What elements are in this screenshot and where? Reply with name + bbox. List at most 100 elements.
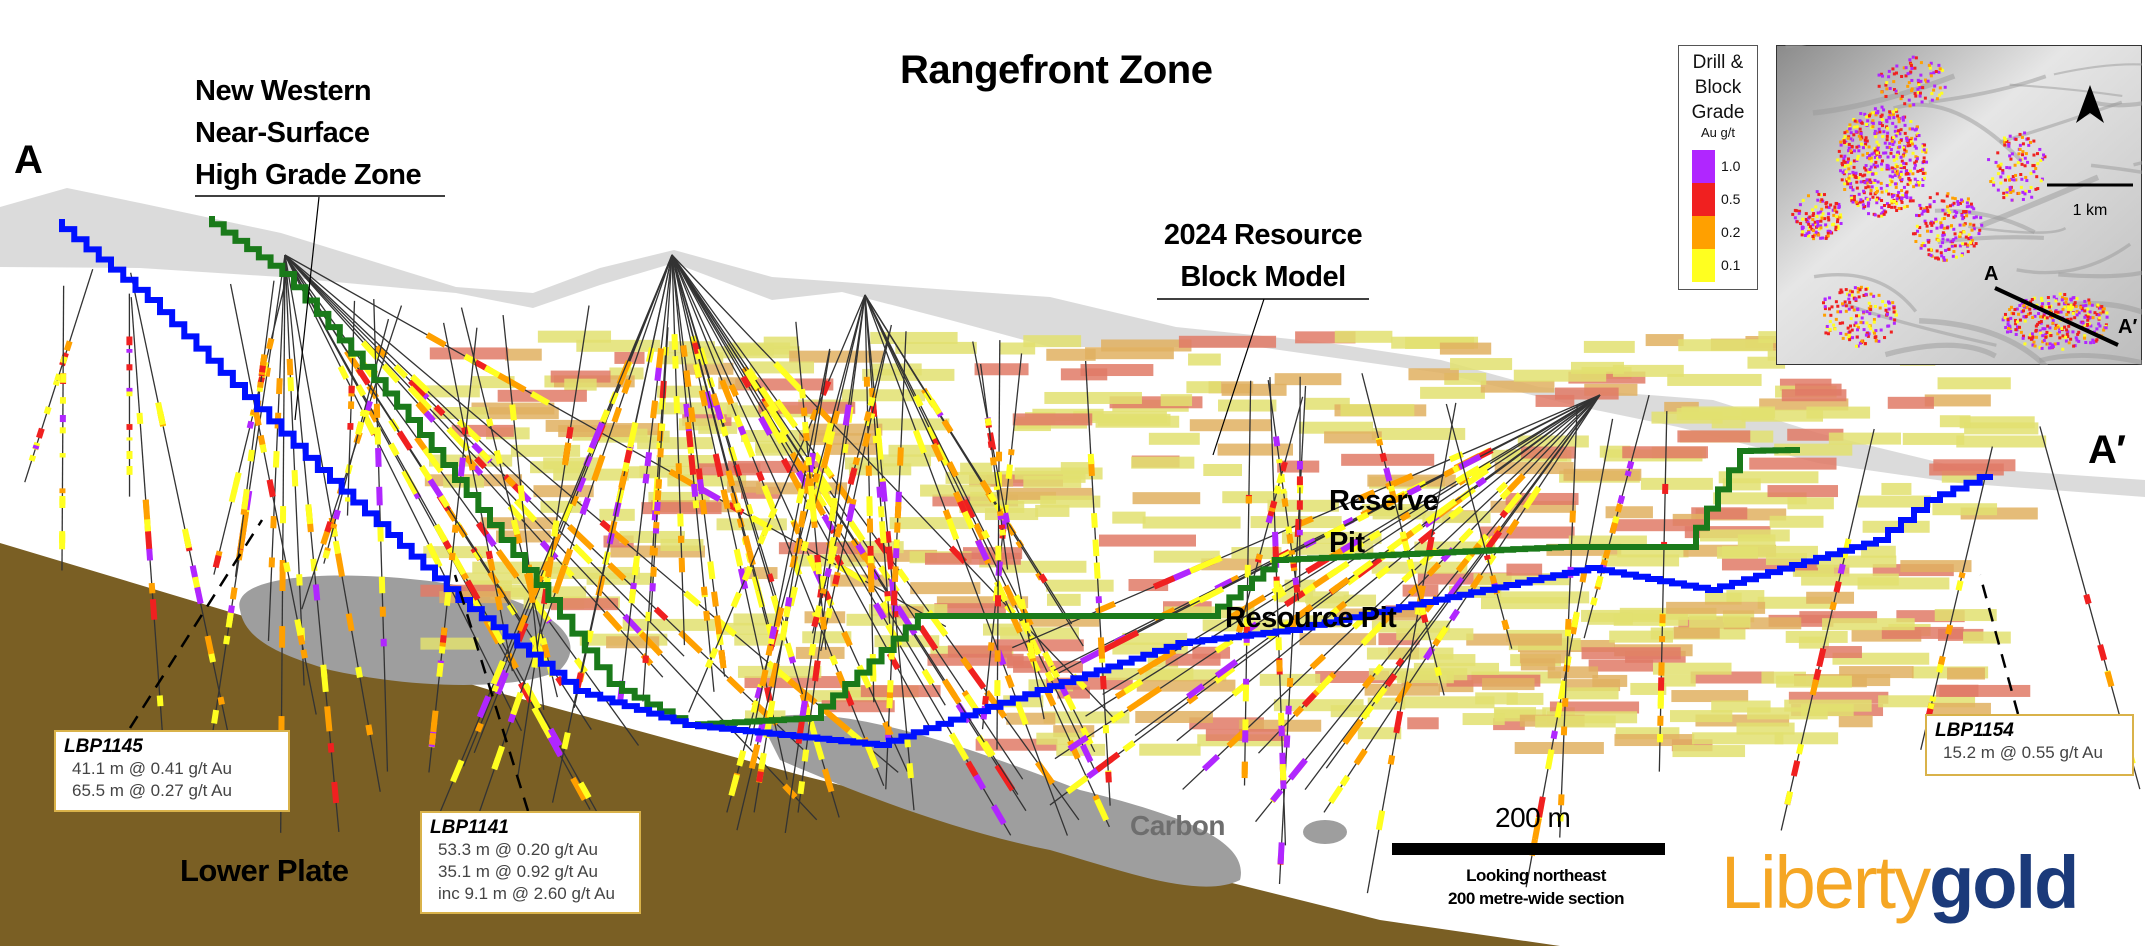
- grade-dot: [1867, 145, 1871, 149]
- assay-interval: [961, 498, 976, 519]
- grade-dot: [1908, 61, 1912, 65]
- assay-interval: [862, 432, 871, 448]
- drill-hole-trace: [671, 254, 775, 647]
- grade-dot: [1877, 73, 1881, 77]
- grade-dot: [2033, 344, 2037, 348]
- assay-interval: [928, 398, 943, 416]
- grade-dot: [2065, 332, 2069, 336]
- drill-hole-trace: [1323, 394, 1601, 813]
- assay-interval: [1014, 699, 1029, 726]
- grade-dot: [2050, 343, 2054, 347]
- grade-dot: [1884, 189, 1888, 193]
- assay-interval: [784, 642, 795, 658]
- assay-interval: [573, 657, 588, 674]
- grade-dot: [2002, 196, 2006, 200]
- assay-interval: [1955, 580, 1964, 592]
- grade-dot: [2058, 292, 2062, 296]
- drill-hole-trace: [1049, 394, 1601, 806]
- grade-dot: [2039, 331, 2043, 335]
- grade-dot: [1807, 231, 1811, 235]
- grade-dot: [1815, 215, 1819, 219]
- grade-dot: [1798, 209, 1802, 213]
- block-model-cell: [1704, 592, 1742, 605]
- grade-dot: [1932, 71, 1936, 75]
- assay-interval: [259, 443, 267, 453]
- grade-dot: [1872, 180, 1876, 184]
- assay-interval: [879, 481, 888, 502]
- grade-dot: [1941, 237, 1945, 241]
- assay-interval: [1292, 603, 1314, 622]
- grade-dot: [1824, 236, 1828, 240]
- assay-interval: [291, 469, 299, 487]
- assay-interval: [229, 587, 238, 600]
- grade-dot: [2029, 185, 2033, 189]
- assay-interval: [847, 471, 857, 485]
- lbp1154-leader: [1978, 574, 2020, 715]
- grade-dot: [2098, 316, 2102, 320]
- grade-dot: [1866, 119, 1870, 123]
- assay-interval: [1065, 775, 1089, 795]
- block-model-cell: [1520, 446, 1576, 459]
- assay-interval: [1022, 622, 1031, 632]
- assay-interval: [751, 515, 773, 532]
- grade-dot: [2022, 315, 2026, 319]
- grade-dot: [1827, 307, 1831, 311]
- grade-dot: [1938, 67, 1942, 71]
- grade-dot: [2101, 307, 2105, 311]
- grade-dot: [1892, 80, 1896, 84]
- grade-dot: [2083, 315, 2087, 319]
- grade-dot: [1884, 83, 1888, 87]
- assay-interval: [1109, 710, 1126, 724]
- grade-dot: [1867, 301, 1871, 305]
- grade-dot: [1871, 195, 1875, 199]
- assay-interval: [654, 490, 662, 501]
- grade-dot: [1843, 187, 1847, 191]
- legend-swatch-1: [1692, 150, 1715, 183]
- grade-dot: [1879, 181, 1883, 185]
- assay-interval: [868, 412, 876, 419]
- grade-dot: [1899, 139, 1903, 143]
- assay-interval: [1270, 788, 1284, 803]
- assay-interval: [2104, 670, 2115, 688]
- assay-interval: [691, 483, 699, 497]
- grade-dot: [1996, 151, 2000, 155]
- assay-interval: [1417, 528, 1436, 545]
- assay-interval: [1375, 565, 1391, 580]
- assay-interval: [478, 449, 492, 463]
- assay-interval: [741, 565, 753, 582]
- assay-interval: [1387, 754, 1396, 765]
- assay-interval: [355, 421, 365, 433]
- grade-dot: [1872, 317, 1876, 321]
- block-model-cell: [1609, 630, 1673, 643]
- grade-dot: [2005, 188, 2009, 192]
- grade-dot: [1832, 323, 1836, 327]
- assay-interval: [987, 440, 995, 448]
- grade-dot: [1870, 152, 1874, 156]
- assay-interval: [561, 731, 571, 750]
- assay-interval: [918, 624, 939, 651]
- grade-dot: [1873, 213, 1877, 217]
- grade-dot: [2033, 314, 2037, 318]
- assay-interval: [1790, 760, 1801, 777]
- grade-dot: [1821, 236, 1825, 240]
- grade-dot: [2038, 346, 2042, 350]
- grade-dot: [1867, 114, 1871, 118]
- assay-interval: [1015, 539, 1025, 549]
- grade-dot: [2063, 305, 2067, 309]
- grade-dot: [1998, 167, 2002, 171]
- grade-dot: [1909, 120, 1913, 124]
- assay-interval: [257, 381, 264, 388]
- grade-dot: [1903, 194, 1907, 198]
- block-model-cell: [1947, 667, 1985, 680]
- grade-dot: [1861, 146, 1865, 150]
- grade-dot: [1854, 297, 1858, 301]
- block-model-cell: [1178, 335, 1277, 348]
- assay-interval: [878, 565, 891, 581]
- grade-dot: [1878, 130, 1882, 134]
- assay-interval: [1465, 467, 1490, 487]
- grade-dot: [1880, 113, 1884, 117]
- grade-dot: [1848, 123, 1852, 127]
- grade-dot: [1867, 157, 1871, 161]
- assay-interval: [802, 421, 810, 434]
- block-model-cell: [564, 378, 597, 391]
